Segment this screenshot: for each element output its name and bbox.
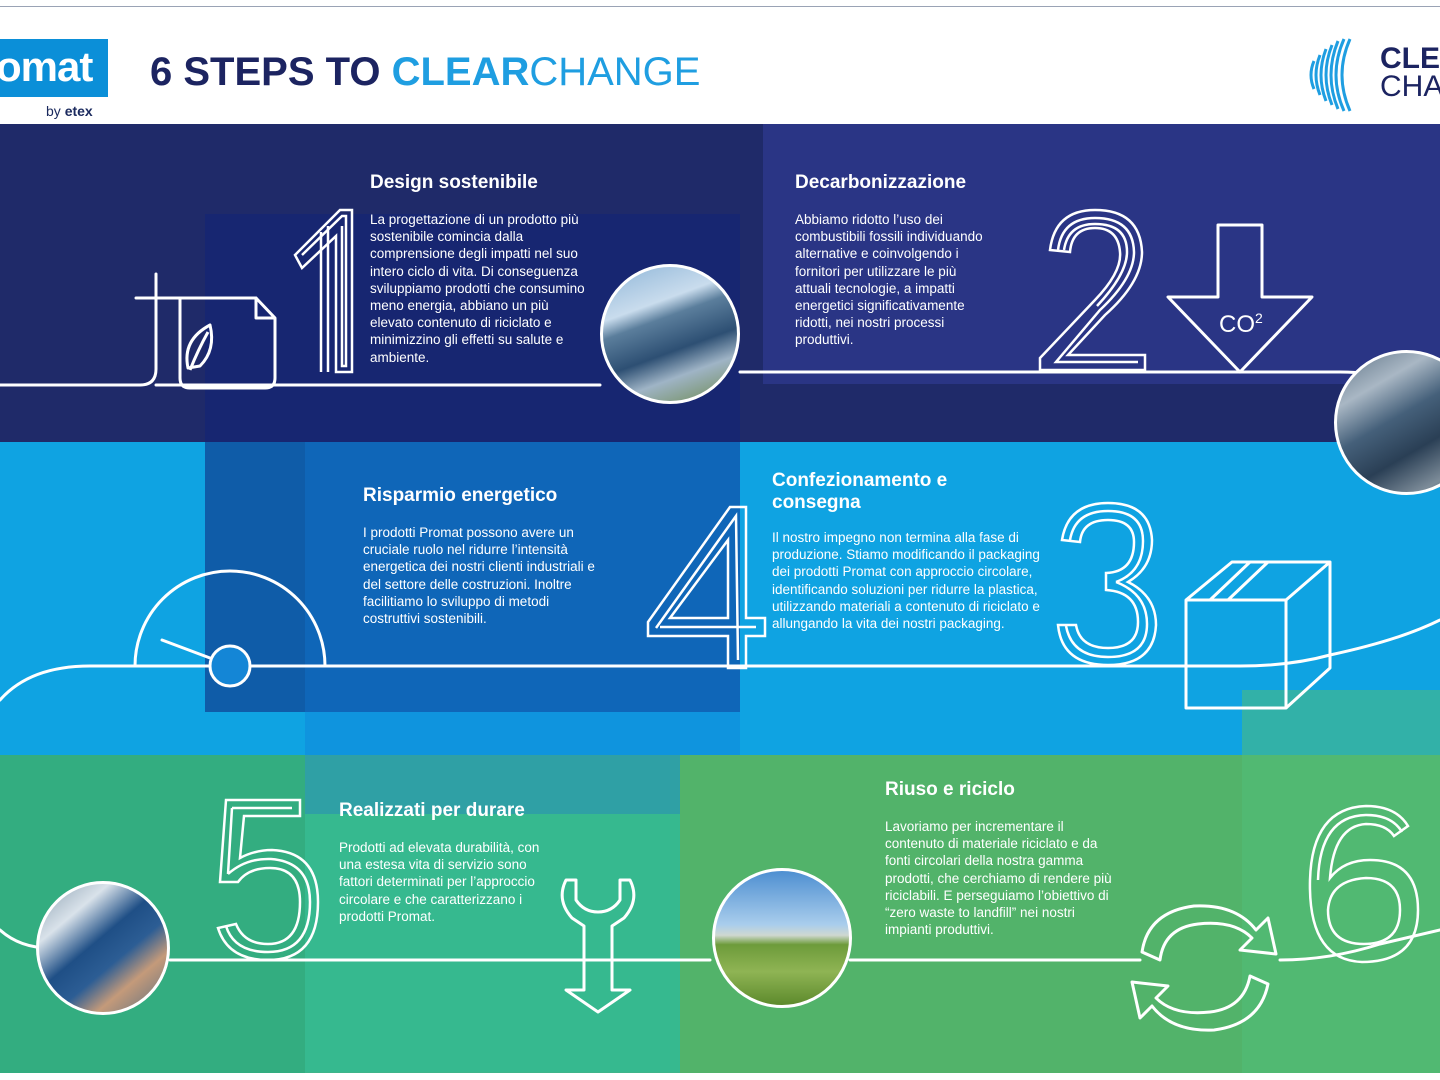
number-1-graphic: [293, 208, 354, 374]
overlay-panel: [1242, 690, 1440, 1073]
step-1-body: La progettazione di un prodotto più sost…: [370, 212, 585, 365]
by-label: by: [46, 103, 65, 119]
co2-subscript: 2: [1255, 310, 1263, 326]
promat-logo-text: omat: [0, 43, 93, 90]
recycle-icon: [1130, 904, 1278, 1032]
step-4-title: Risparmio energetico: [363, 485, 558, 506]
step-4-body: I prodotti Promat possono avere un cruci…: [363, 525, 595, 627]
header: omat by etex 6 STEPS TO CLEARCHANGE CLEA…: [0, 7, 1440, 125]
number-2-graphic: [1038, 208, 1147, 372]
step-6-title: Riuso e riciclo: [885, 779, 1015, 800]
by-etex-label: by etex: [46, 103, 93, 119]
workers-photo: [36, 881, 170, 1015]
power-plant-field-photo: [712, 868, 852, 1008]
number-3-graphic: [1056, 501, 1158, 667]
co2-label: CO2: [1219, 310, 1263, 339]
page-title: 6 STEPS TO CLEARCHANGE: [150, 50, 700, 95]
title-part-3: CHANGE: [529, 50, 701, 94]
wrench-icon: [560, 878, 636, 1014]
step-1-title: Design sostenibile: [370, 172, 538, 193]
bottom-margin: [0, 1073, 1440, 1080]
wordmark-line-2: CHA: [1380, 70, 1440, 103]
step-2-body: Abbiamo ridotto l’uso dei combustibili f…: [795, 212, 983, 348]
step-5-title: Realizzati per durare: [339, 800, 525, 821]
solar-roof-photo: [600, 264, 740, 404]
clearchange-waves-icon: [1309, 38, 1352, 112]
step-2-title: Decarbonizzazione: [795, 172, 967, 193]
overlay-panel: [763, 124, 1440, 384]
promat-logo: [0, 39, 108, 97]
number-5-graphic: [216, 798, 320, 962]
step-5-body: Prodotti ad elevata durabilità, con una …: [339, 840, 540, 924]
co2-down-arrow-icon: [1166, 223, 1314, 374]
step-3-body: Il nostro impegno non termina alla fase …: [772, 530, 1040, 632]
title-part-2: CLEAR: [391, 50, 530, 94]
factory-interior-photo: [1334, 350, 1440, 495]
clearchange-logo: CLEA CHA: [1300, 37, 1440, 117]
path-row-2: [0, 618, 1440, 702]
co2-text: CO: [1219, 311, 1255, 338]
etex-brand: etex: [64, 103, 93, 119]
step-6-body: Lavoriamo per incrementare il contenuto …: [885, 819, 1112, 938]
package-box-icon: [1184, 560, 1332, 710]
gauge-icon: [133, 569, 327, 688]
title-part-1: 6 STEPS TO: [150, 50, 392, 94]
number-6-graphic: [1308, 804, 1420, 964]
number-4-graphic: [646, 505, 767, 670]
step-3-title: Confezionamento e consegna: [772, 470, 948, 513]
overlay-panel: [305, 814, 680, 1072]
top-rule: [0, 6, 1440, 7]
wordmark-line-1: CLEA: [1380, 42, 1440, 75]
leaf-document-icon: [178, 296, 277, 390]
clearchange-wordmark: CLEA CHA: [1380, 42, 1440, 103]
